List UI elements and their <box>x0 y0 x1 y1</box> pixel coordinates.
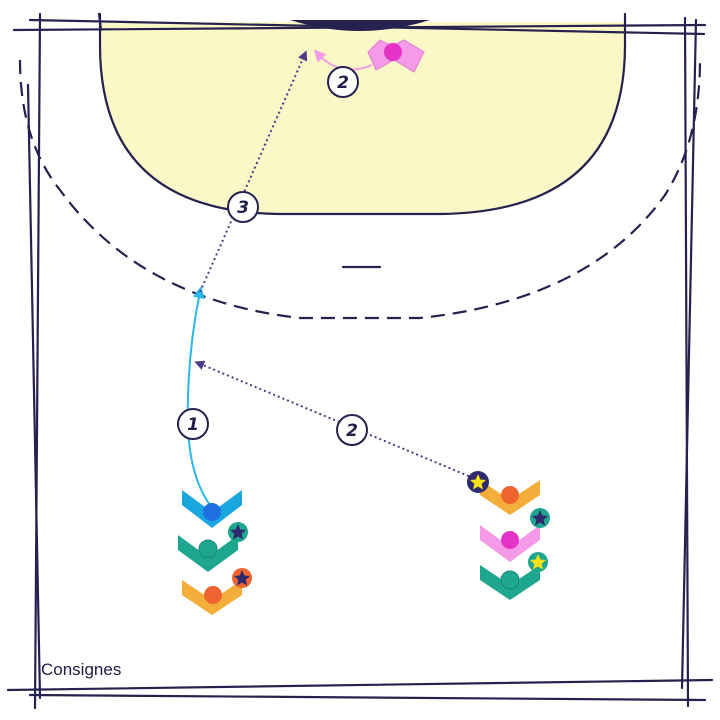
chevron-player-icon <box>182 580 242 615</box>
player-left-orange <box>182 568 252 615</box>
chevron-player-icon <box>480 565 540 600</box>
run-path-1 <box>186 286 211 506</box>
goal-area <box>100 22 625 213</box>
pass-path-2 <box>194 360 479 481</box>
goalkeeper <box>367 39 425 73</box>
chevron-player-icon <box>480 480 540 515</box>
player-right-orange <box>467 471 540 515</box>
star-icon <box>530 554 546 570</box>
player-left-teal <box>178 522 248 572</box>
star-icon <box>234 570 250 586</box>
shot-path-3 <box>199 50 308 293</box>
star-icon <box>230 524 246 540</box>
chevron-player-icon <box>178 535 238 572</box>
player-head <box>500 570 520 590</box>
free-throw-line <box>18 59 702 320</box>
chevron-player-icon <box>480 525 540 562</box>
step-label-goalkeeper: 2 <box>337 73 349 93</box>
step-marker-shot: 3 <box>227 191 259 223</box>
caption-instructions: Consignes <box>41 660 122 679</box>
court-lines <box>6 12 714 710</box>
ball-icon <box>501 486 519 504</box>
player-left-blue <box>182 490 242 528</box>
step-label-shot: 3 <box>237 198 249 218</box>
player-right-pink <box>480 508 550 562</box>
step-marker-pass: 2 <box>336 414 368 446</box>
ball-icon <box>204 586 222 604</box>
step-marker-run: 1 <box>177 408 209 440</box>
player-right-teal <box>480 552 548 600</box>
star-icon <box>470 474 486 490</box>
player-head <box>198 539 218 559</box>
star-icon <box>532 510 548 526</box>
step-label-pass: 2 <box>346 421 358 441</box>
step-label-run: 1 <box>187 415 199 435</box>
ball-icon <box>203 503 221 521</box>
player-head <box>384 43 402 61</box>
step-marker-goalkeeper: 2 <box>327 66 359 98</box>
player-head <box>501 531 519 549</box>
